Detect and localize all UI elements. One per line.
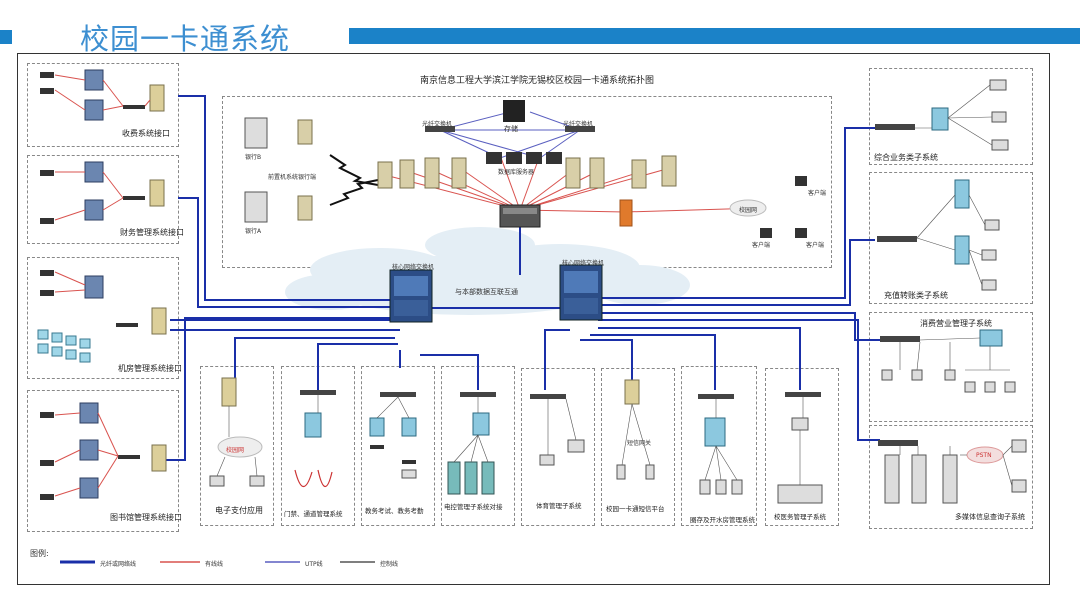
medical-label: 校医务管理子系统 <box>774 513 826 521</box>
group-access-control <box>281 366 355 526</box>
storage-label: 存储 <box>504 125 518 133</box>
fc-switch-left <box>425 126 455 132</box>
title-accent-bar <box>349 28 1080 44</box>
legend-label-utp: UTP线 <box>305 561 323 568</box>
bank-gateway-label: 前置机系统银行端 <box>268 174 317 181</box>
client-label-1: 客户端 <box>808 190 827 197</box>
multimedia-query-label: 多媒体信息查询子系统 <box>955 513 1025 521</box>
group-consumption <box>869 312 1033 422</box>
bottom-campus-net-label: 校园网 <box>226 447 245 454</box>
central-router <box>499 204 541 228</box>
finance-interface-label: 财务管理系统接口 <box>120 228 184 237</box>
library-interface-label: 图书馆管理系统接口 <box>110 513 182 522</box>
core-switch-right-label: 核心网络交换机 <box>562 260 605 267</box>
title-accent-left <box>0 30 12 44</box>
bank-b-label: 银行B <box>245 154 262 161</box>
diagram-title: 南京信息工程大学滨江学院无锡校区校园一卡通系统拓扑图 <box>420 76 655 86</box>
core-switch-right <box>559 264 603 321</box>
center-label: 与本部数据互联互通 <box>455 288 518 296</box>
storage-device <box>503 100 525 122</box>
firewall-icon <box>619 199 633 227</box>
lab-interface-label: 机房管理系统接口 <box>118 364 182 373</box>
legend-label-fiber: 光纤或网络线 <box>100 561 137 568</box>
legend-title: 图例: <box>30 549 49 558</box>
integrated-business-label: 综合业务类子系统 <box>874 153 938 162</box>
campus-cloud <box>285 227 690 315</box>
sms-gateway-label: 短信网关 <box>627 440 652 447</box>
water-room-label: 圈存及开水房管理系统 <box>690 516 755 524</box>
campus-net-label: 校园网 <box>739 207 758 214</box>
core-switch-left-label: 核心网络交换机 <box>392 264 435 271</box>
sms-platform-label: 校园一卡通短信平台 <box>606 505 665 513</box>
client-label-3: 客户端 <box>806 242 825 249</box>
bank-a-label: 银行A <box>245 228 262 235</box>
fc-switch-right-label: 光纤交换机 <box>563 121 594 128</box>
client-label-2: 客户端 <box>752 242 771 249</box>
consumption-label: 消费营业管理子系统 <box>920 319 992 328</box>
legend-label-control: 控制线 <box>380 561 399 568</box>
e-payment-label: 电子支付应用 <box>215 506 263 515</box>
pstn-label: PSTN <box>976 452 992 459</box>
sports-label: 体育管理子系统 <box>536 502 582 510</box>
billing-interface-label: 收费系统接口 <box>122 129 170 138</box>
slide-title: 校园一卡通系统 <box>80 22 291 56</box>
core-switch-left <box>389 269 433 323</box>
recharge-transfer-label: 充值转账类子系统 <box>884 291 948 300</box>
db-server-label: 数据库服务器 <box>498 169 535 176</box>
fc-switch-right <box>565 126 595 132</box>
power-control-label: 电控管理子系统对接 <box>444 503 503 511</box>
fc-switch-left-label: 光纤交换机 <box>422 121 453 128</box>
access-control-label: 门禁、通道管理系统 <box>284 510 343 518</box>
exam-attendance-label: 教务考试、教务考勤 <box>365 507 424 515</box>
legend-label-cable: 有线线 <box>205 561 224 568</box>
